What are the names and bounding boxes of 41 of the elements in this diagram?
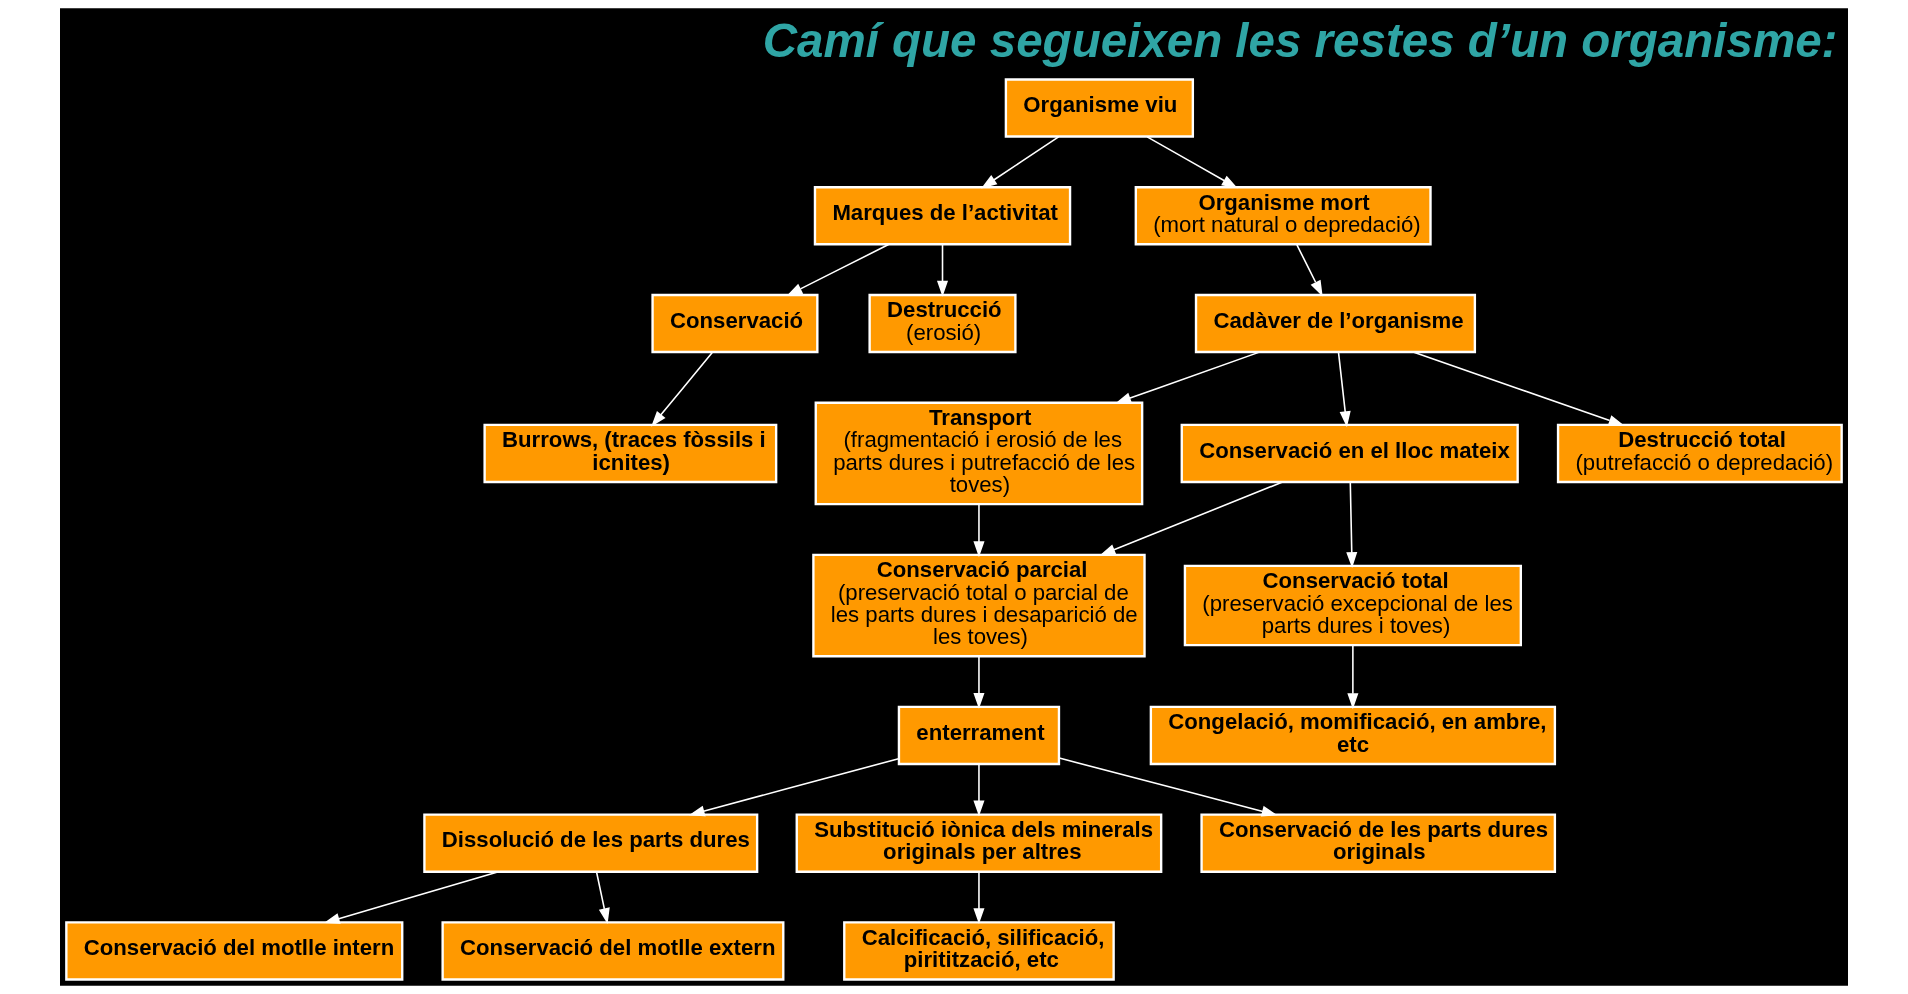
node-box: Marques de l’activitat [813, 186, 1072, 246]
arrow [1412, 351, 1625, 426]
arrow [1296, 244, 1323, 297]
arrow [651, 351, 714, 427]
arrow [688, 757, 900, 817]
arrow [1347, 644, 1359, 710]
node-box: Conservació total (preservació excepcional de les parts dures i toves) [1183, 564, 1522, 647]
node-box: Burrows, (traces fòssils i icnites) [483, 423, 778, 484]
node-box: Congelació, momificació, en ambre, etc [1149, 705, 1557, 766]
node-box: Transport (fragmentació i erosió de les parts dures i putrefacció de les toves) [814, 401, 1144, 506]
node-box: enterrament [897, 705, 1061, 766]
arrow [1099, 481, 1284, 556]
arrow [1115, 351, 1261, 404]
arrow [973, 655, 985, 709]
arrow [1337, 351, 1351, 428]
node-box: Conservació del motlle intern [65, 921, 404, 981]
arrow [973, 763, 985, 817]
node-box: Conservació parcial (preservació total o parcial de les parts dures i desaparició de les toves) [812, 553, 1146, 658]
node-box: Organisme mort (mort natural o depredació) [1134, 186, 1432, 246]
node-box: Conservació de les parts dures originals [1200, 813, 1557, 873]
node-box: Cadàver de l’organisme [1194, 293, 1477, 354]
arrow [595, 871, 610, 925]
node-box: Conservació en el lloc mateix [1180, 423, 1519, 484]
node-box: Destrucció total (putrefacció o depredació) [1556, 423, 1843, 484]
node-box: Dissolució de les parts dures [423, 813, 759, 873]
arrow [981, 136, 1060, 189]
node-box: Conservació del motlle extern [441, 921, 785, 981]
arrow [1146, 136, 1238, 189]
arrow [323, 871, 500, 924]
node-box: Destrucció (erosió) [868, 293, 1017, 354]
node-box: Conservació [651, 293, 819, 354]
arrow [1346, 481, 1358, 568]
diagram-title: Camí que segueixen les restes d’un organisme: [762, 14, 1838, 68]
arrow [1058, 757, 1278, 817]
arrow [786, 243, 890, 296]
arrow [973, 871, 985, 925]
node-box: Substitució iònica dels minerals originals per altres [795, 813, 1163, 873]
node-box: Calcificació, silificació, piritització, etc [843, 921, 1115, 981]
arrow [973, 503, 985, 558]
arrow [936, 244, 949, 297]
node-box: Organisme viu [1004, 78, 1195, 138]
